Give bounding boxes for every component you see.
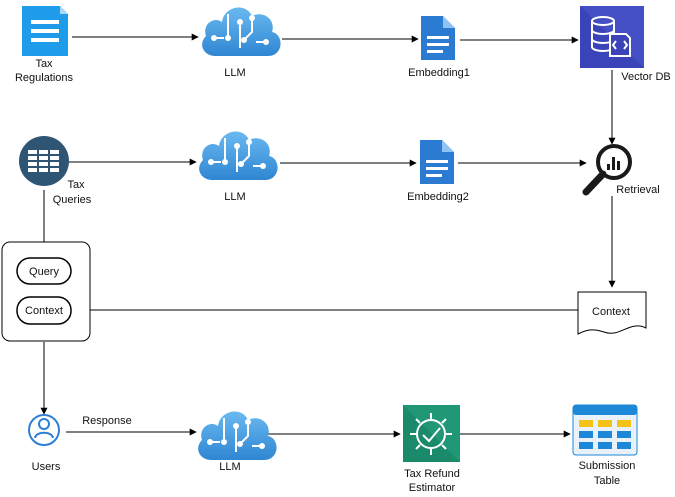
document-icon <box>22 6 68 56</box>
tax-regulations-node[interactable]: Tax Regulations <box>15 6 74 84</box>
vector-db-node[interactable]: Vector DB <box>580 6 671 83</box>
query-context-box: Query Context <box>1 241 91 342</box>
llm-mid-label: LLM <box>224 191 245 203</box>
submission-table-label-2: Table <box>594 475 620 487</box>
tax-refund-estimator-label-1: Tax Refund <box>404 468 460 480</box>
query-label: Query <box>29 266 59 278</box>
vector-db-label: Vector DB <box>621 71 671 83</box>
embedding1-label: Embedding1 <box>408 67 470 79</box>
context-doc-label: Context <box>592 306 630 318</box>
database-icon <box>580 6 644 68</box>
users-label: Users <box>32 461 61 473</box>
file-icon <box>420 140 454 184</box>
embedding1-node[interactable]: Embedding1 <box>408 16 470 79</box>
cloud-circuit-icon <box>198 130 279 181</box>
llm-mid-node[interactable]: LLM <box>198 130 279 203</box>
retrieval-node[interactable]: Retrieval <box>582 144 660 196</box>
tax-queries-label-1: Tax <box>67 179 85 191</box>
llm-bottom-label: LLM <box>219 461 240 473</box>
magnifier-chart-icon <box>582 144 632 196</box>
embedding2-label: Embedding2 <box>407 191 469 203</box>
user-icon <box>28 414 60 446</box>
llm-bottom-node[interactable]: LLM <box>197 410 278 473</box>
file-icon <box>421 16 455 60</box>
tax-queries-label-2: Queries <box>53 194 92 206</box>
tax-refund-estimator-label-2: Estimator <box>409 482 456 494</box>
retrieval-label: Retrieval <box>616 184 659 196</box>
tax-regulations-label-1: Tax <box>35 58 53 70</box>
table-grid-icon <box>572 404 638 456</box>
context-pill[interactable]: Context <box>16 296 72 325</box>
cloud-circuit-icon <box>201 6 282 58</box>
tax-regulations-label-2: Regulations <box>15 72 74 84</box>
query-pill[interactable]: Query <box>16 257 72 285</box>
users-node[interactable]: Users <box>28 414 61 473</box>
response-edge-label: Response <box>82 415 132 427</box>
context-pill-label: Context <box>25 305 63 317</box>
cloud-circuit-icon <box>197 410 278 461</box>
submission-table-node[interactable]: Submission Table <box>572 404 638 487</box>
edges <box>40 33 616 438</box>
embedding2-node[interactable]: Embedding2 <box>407 140 469 203</box>
gear-check-icon <box>403 405 460 462</box>
llm-top-label: LLM <box>224 67 245 79</box>
tax-refund-estimator-node[interactable]: Tax Refund Estimator <box>403 405 460 494</box>
tax-queries-node[interactable]: Tax Queries <box>19 136 92 206</box>
paper-doc-shape <box>577 291 647 335</box>
submission-table-label-1: Submission <box>579 460 636 472</box>
context-document-node[interactable]: Context <box>577 291 647 335</box>
llm-top-node[interactable]: LLM <box>201 6 282 79</box>
table-icon <box>19 136 69 186</box>
